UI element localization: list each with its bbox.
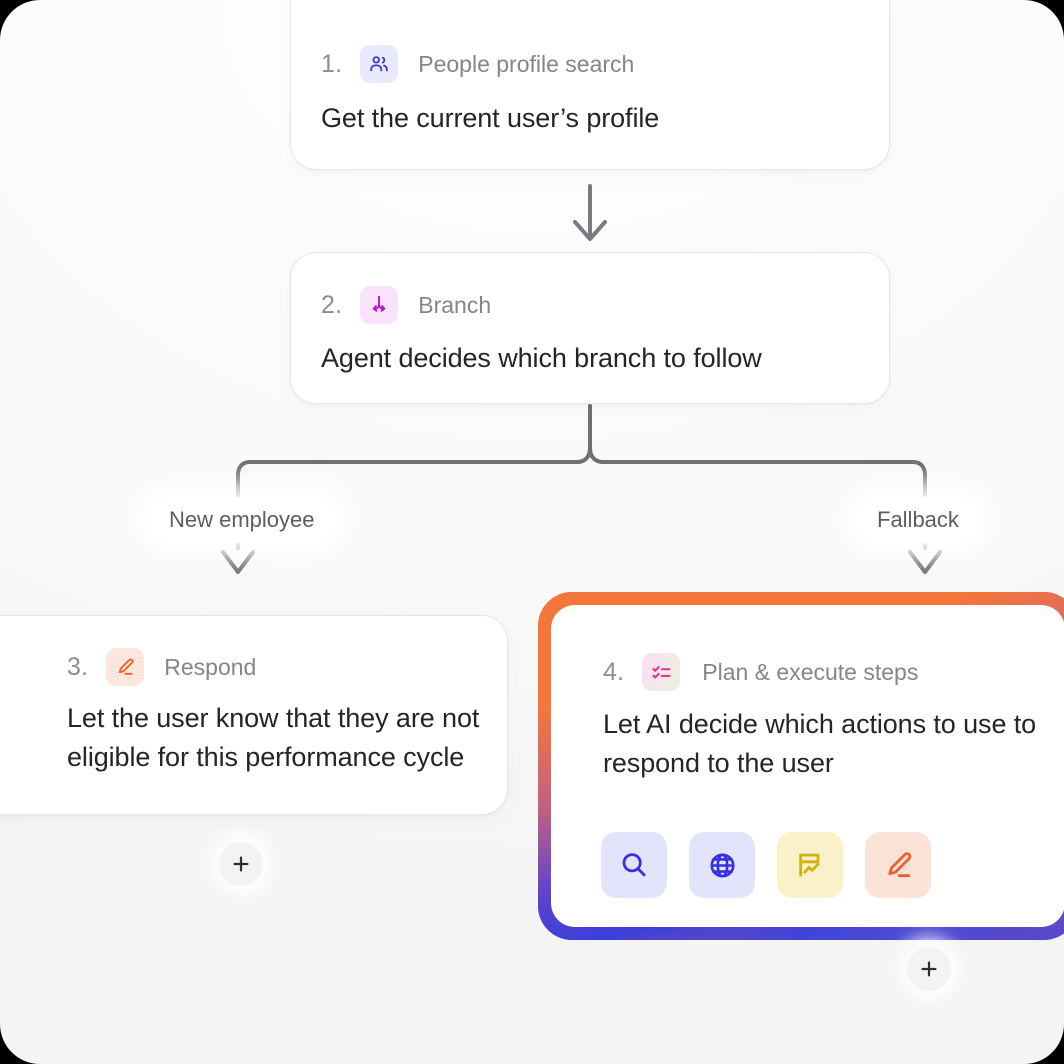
branch-label-fallback[interactable]: Fallback [855, 497, 981, 543]
step-4-type: Plan & execute steps [702, 658, 919, 685]
checklist-icon [642, 653, 681, 691]
add-step-right-button[interactable] [907, 947, 951, 991]
search-icon[interactable] [601, 832, 667, 898]
step-4-action-icons [601, 832, 931, 898]
step-2-type: Branch [418, 291, 492, 318]
step-1-body: Get the current user’s profile [321, 103, 660, 133]
step-1-type: People profile search [418, 50, 635, 77]
step-card-4[interactable]: 4. Plan & execute steps Let AI decide wh… [551, 605, 1064, 927]
step-3-number: 3. [67, 652, 89, 681]
globe-icon[interactable] [689, 832, 755, 898]
step-1-header: 1. People profile search [321, 45, 634, 83]
branch-label-new-employee[interactable]: New employee [147, 497, 337, 543]
plus-icon [233, 856, 249, 872]
step-1-number: 1. [321, 49, 343, 78]
step-4-number: 4. [603, 657, 625, 686]
step-3-body: Let the user know that they are not elig… [67, 703, 480, 773]
connector-step1-step2 [573, 184, 607, 241]
add-step-left-button[interactable] [219, 842, 263, 886]
step-4-header: 4. Plan & execute steps [603, 653, 918, 691]
pen-icon [106, 648, 145, 686]
branch-icon [360, 286, 399, 324]
plus-icon [921, 961, 937, 977]
pen-icon[interactable] [865, 832, 931, 898]
connector-branch-fork [221, 404, 942, 574]
people-icon [360, 45, 399, 83]
branch-label-text: New employee [169, 507, 315, 532]
step-card-1[interactable]: 1. People profile search Get the current… [290, 0, 890, 170]
step-2-header: 2. Branch [321, 286, 491, 324]
step-2-body: Agent decides which branch to follow [321, 343, 762, 373]
branch-label-text: Fallback [877, 507, 959, 532]
step-2-number: 2. [321, 290, 343, 319]
chart-flag-icon[interactable] [777, 832, 843, 898]
step-3-header: 3. Respond [67, 648, 256, 686]
step-card-2[interactable]: 2. Branch Agent decides which branch to … [290, 252, 890, 404]
step-card-3[interactable]: 3. Respond Let the user know that they a… [0, 615, 508, 815]
step-card-4-highlight-ring: 4. Plan & execute steps Let AI decide wh… [538, 592, 1064, 940]
step-4-body: Let AI decide which actions to use to re… [603, 709, 1037, 779]
step-3-type: Respond [164, 653, 257, 680]
